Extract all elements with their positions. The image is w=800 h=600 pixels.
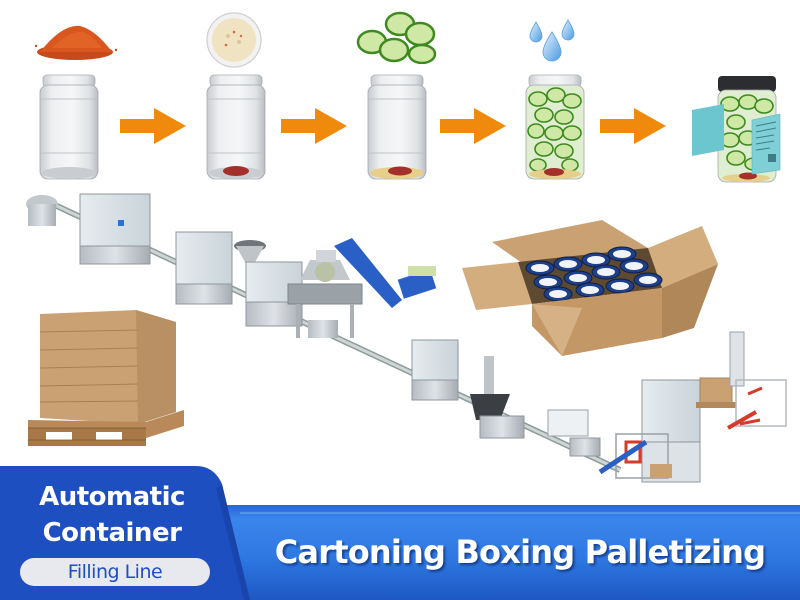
palletizer-robot [696,331,787,430]
title-line-container: Container [42,518,182,548]
water-drops-icon [529,19,575,62]
production-line-illustration [26,193,787,483]
process-row [0,0,800,195]
title-line-automatic: Automatic [39,482,185,512]
capping-machine [411,339,459,401]
filling-machine-1 [79,193,151,265]
open-carton-icon [462,220,718,356]
arrow-right-icon [120,108,186,144]
cucumber-slices-icon [356,11,437,64]
banner-right-title: Cartoning Boxing Palletizing [274,533,766,571]
pallet-load-icon [28,310,184,446]
sauce-bowl-icon [206,12,262,68]
case-packer [598,379,701,483]
multihead-weigher [287,250,363,338]
filling-line-pill: Filling Line [20,558,210,586]
labeling-machine [547,409,601,457]
jar-with-paste-icon [206,74,266,180]
filling-machine-3 [245,261,303,327]
arrow-right-icon [600,108,666,144]
chili-powder-icon [34,25,118,60]
jar-filled-cucumbers-icon [525,74,585,180]
unscrambler-machine [26,195,58,226]
jar-with-sauce-icon [367,74,427,180]
filling-machine-2 [175,231,266,305]
capped-labeled-jar-icon [692,76,781,183]
arrow-right-icon [281,108,347,144]
empty-jar-icon [39,74,99,180]
incline-conveyor [334,238,402,308]
cap-elevator [470,356,525,439]
banner-right-background [200,505,800,600]
arrow-right-icon [440,108,506,144]
